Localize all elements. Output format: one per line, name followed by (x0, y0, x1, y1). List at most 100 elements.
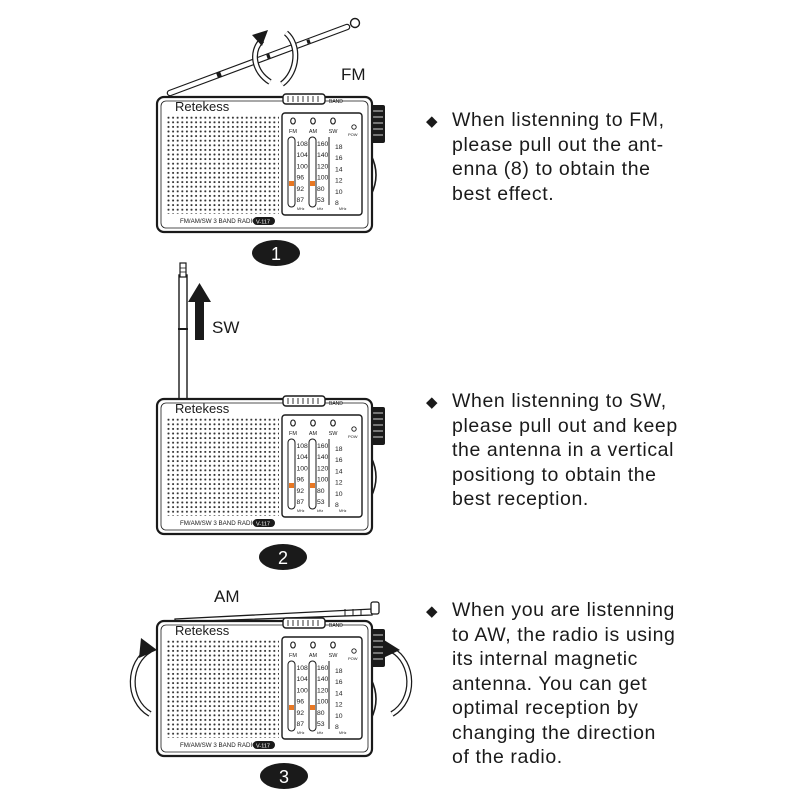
dial-sw-tick: 18 (335, 668, 343, 675)
dial-am-tick: 80 (317, 488, 325, 495)
dial-sw-unit: MHz (339, 207, 347, 211)
brand-label: Retekess (175, 401, 230, 416)
antenna-collapsed (174, 601, 380, 623)
instruction-line: best effect. (452, 182, 555, 205)
instruction-line: please pull out and keep (452, 414, 678, 437)
dial-band-header: FM (289, 653, 297, 659)
dial-fm-tick: 100 (297, 465, 309, 472)
dial-sw-tick: 16 (335, 679, 343, 686)
diamond-bullet-icon: ◆ (426, 394, 439, 411)
instruction-line: to AW, the radio is using (452, 623, 676, 646)
dial-fm-tick: 100 (297, 163, 309, 170)
dial-band-header: AM (309, 129, 318, 135)
dial-am-tick: 53 (317, 721, 325, 728)
dial-sw-tick: 18 (335, 144, 343, 151)
radio-step-1: Retekess BAND FM/AM/SW 3 BAND RADIO V-11… (155, 17, 387, 234)
dial-band-header: AM (309, 653, 318, 659)
curved-arrow-right-icon (383, 640, 413, 717)
dial-am-tick: 53 (317, 197, 325, 204)
band-label-fm: FM (341, 65, 366, 84)
instruction-line: the antenna in a vertical (452, 439, 675, 461)
dial-fm-tick: 87 (297, 197, 305, 204)
step-badge-1: 1 (252, 240, 300, 266)
step-number-1: 1 (271, 244, 281, 264)
dial-band-header: SW (329, 129, 339, 135)
band-label-am: AM (214, 587, 240, 606)
dial-am-tick: 80 (317, 186, 325, 193)
instruction-step-1: ◆ When listenning to FM, please pull out… (426, 108, 786, 206)
dial-am-tick: 160 (317, 665, 329, 672)
dial-fm-tick: 104 (297, 152, 309, 159)
model-text: FM/AM/SW 3 BAND RADIO (180, 520, 257, 527)
dial-fm-unit: MHz (297, 207, 305, 211)
dial-fm-unit: MHz (297, 509, 305, 513)
dial-sw-tick: 10 (335, 491, 343, 498)
dial-sw-tick: 16 (335, 155, 343, 162)
dial-fm-tick: 108 (297, 141, 309, 148)
dial-fm-unit: MHz (297, 731, 305, 735)
dial-sw-tick: 12 (335, 480, 343, 487)
power-label: POW (348, 656, 358, 661)
dial-am-tick: 140 (317, 676, 329, 683)
dial-fm-tick: 104 (297, 676, 309, 683)
instruction-line: changing the direction (452, 721, 657, 744)
rotate-arrow-icon (252, 30, 299, 87)
dial-fm-tick: 92 (297, 488, 305, 495)
dial-am-tick: 80 (317, 710, 325, 717)
brand-label: Retekess (175, 623, 230, 638)
model-text: FM/AM/SW 3 BAND RADIO (180, 742, 257, 749)
dial-sw-tick: 12 (335, 178, 343, 185)
dial-am-unit: kHz (317, 731, 323, 735)
brand-label: Retekess (175, 99, 230, 114)
step-number-3: 3 (279, 767, 289, 787)
curved-arrow-left-icon (129, 638, 157, 717)
instruction-line: When listenning to FM, (452, 109, 665, 131)
power-label: POW (348, 434, 358, 439)
dial-fm-tick: 96 (297, 477, 305, 484)
step-badge-3: 3 (260, 763, 308, 789)
dial-am-tick: 100 (317, 699, 329, 706)
model-text: FM/AM/SW 3 BAND RADIO (180, 218, 257, 225)
dial-band-header: SW (329, 653, 339, 659)
band-switch-label: BAND (329, 401, 343, 407)
dial-fm-tick: 87 (297, 499, 305, 506)
dial-am-tick: 120 (317, 687, 329, 694)
band-label-sw: SW (212, 318, 239, 337)
dial-band-header: SW (329, 431, 339, 437)
dial-am-tick: 100 (317, 175, 329, 182)
dial-fm-tick: 100 (297, 687, 309, 694)
radio-step-3: Retekess BAND FM/AM/SW 3 BAND RADIO V-11… (155, 601, 387, 758)
step-badge-2: 2 (259, 544, 307, 570)
antenna-tilted (166, 17, 361, 97)
dial-fm-tick: 96 (297, 699, 305, 706)
dial-fm-tick: 87 (297, 721, 305, 728)
dial-sw-tick: 14 (335, 468, 343, 475)
instruction-line: of the radio. (452, 746, 563, 768)
dial-sw-tick: 8 (335, 724, 339, 731)
model-badge: V-117 (256, 522, 270, 528)
dial-sw-tick: 10 (335, 713, 343, 720)
dial-sw-tick: 18 (335, 446, 343, 453)
dial-am-tick: 140 (317, 152, 329, 159)
band-switch-label: BAND (329, 623, 343, 629)
instruction-line: enna (8) to obtain the (452, 158, 651, 180)
dial-sw-tick: 14 (335, 690, 343, 697)
dial-sw-tick: 10 (335, 189, 343, 196)
dial-sw-unit: MHz (339, 731, 347, 735)
instruction-line: When listenning to SW, (452, 390, 667, 412)
dial-am-tick: 100 (317, 477, 329, 484)
instruction-step-3: ◆ When you are listenning to AW, the rad… (426, 598, 786, 770)
dial-band-header: AM (309, 431, 318, 437)
instruction-line: antenna. You can get (452, 672, 648, 695)
antenna-vertical (178, 262, 188, 402)
instruction-line: please pull out the ant- (452, 133, 664, 156)
dial-am-tick: 120 (317, 163, 329, 170)
dial-fm-tick: 92 (297, 186, 305, 193)
instruction-line: When you are listenning (452, 599, 676, 621)
dial-am-tick: 140 (317, 454, 329, 461)
dial-sw-tick: 16 (335, 457, 343, 464)
